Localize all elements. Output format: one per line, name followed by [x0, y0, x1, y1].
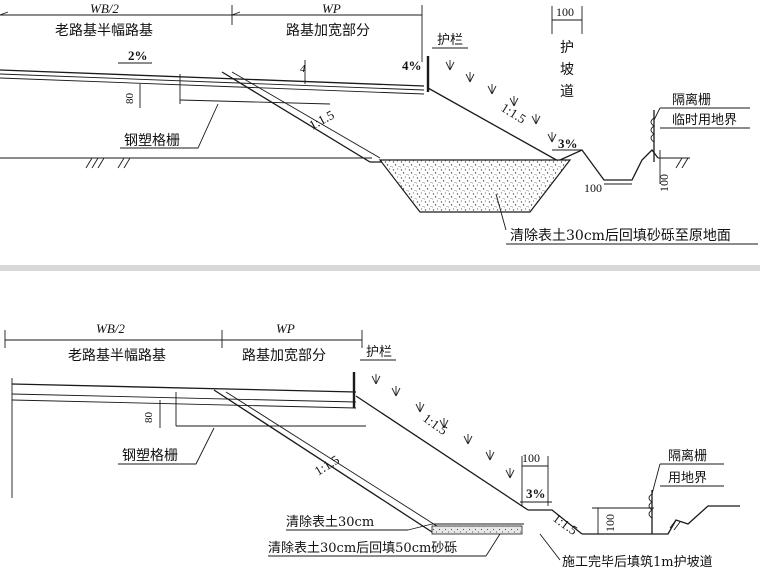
- top-dim-arrow: [0, 11, 9, 16]
- bottom-100-label: 100: [522, 451, 540, 465]
- top-100-label: 100: [556, 5, 574, 19]
- top-wb2-label: WB/2: [90, 1, 119, 16]
- bottom-3pct-label: 3%: [526, 486, 546, 501]
- bottom-wp-label: WP: [276, 321, 295, 336]
- bottom-pavement-layer1: [11, 393, 357, 403]
- top-100-bottom-a: 100: [584, 181, 602, 195]
- bottom-ground-right: [582, 505, 740, 535]
- top-fence-label: 隔离栅: [672, 92, 711, 108]
- bottom-geogrid-label: 钢塑格栅: [122, 448, 178, 464]
- top-slope-road-3: 道: [560, 84, 574, 100]
- bottom-slope-15-a: 1:1.5: [420, 410, 450, 438]
- bottom-fence-label: 隔离栅: [668, 448, 707, 464]
- top-fill-note-leader: [495, 193, 507, 231]
- top-pavement-surface: [0, 69, 425, 87]
- top-widening-label: 路基加宽部分: [286, 22, 370, 39]
- bottom-80-label: 80: [143, 412, 155, 424]
- top-pavement-layer1: [0, 73, 425, 91]
- bottom-bench-slope: [213, 389, 522, 533]
- bottom-berm: [528, 509, 583, 535]
- bottom-finish-note-leader: [539, 533, 561, 561]
- bottom-fence-wire: [648, 493, 653, 519]
- bottom-guardrail-label: 护栏: [366, 345, 392, 360]
- bottom-bench-slope-inner: [225, 391, 441, 529]
- bottom-clear-30-leader: [407, 523, 433, 531]
- top-fence-leader-diag: [653, 107, 661, 121]
- bottom-clear-fill-leader: [485, 533, 501, 557]
- bottom-gravel-layer: [431, 525, 523, 535]
- top-2pct-label: 2%: [128, 48, 148, 63]
- top-ground-hatch-r: [675, 157, 689, 169]
- bottom-finish-note-label: 施工完毕后填筑1m护坡道: [562, 554, 713, 570]
- top-slope-road-2: 坡: [560, 62, 574, 78]
- bottom-old-road-label: 老路基半幅路基: [68, 347, 166, 364]
- top-gravel-fill: [378, 159, 572, 213]
- bottom-panel: WB/2 WP 老路基半幅路基 路基加宽部分 80 护栏 1:1.5 1:1.5…: [4, 321, 740, 570]
- top-dim-arrow2: [231, 11, 241, 16]
- top-main-slope: [427, 87, 561, 163]
- bottom-wb2-label: WB/2: [96, 321, 125, 336]
- top-4-label: 4: [300, 63, 306, 75]
- bottom-clear-fill-label: 清除表土30cm后回填50cm砂砾: [268, 541, 457, 556]
- top-100-bottom-b: 100: [657, 174, 671, 192]
- bottom-ground-break: [669, 519, 681, 531]
- bottom-main-slope: [355, 395, 529, 511]
- top-boundary-label: 临时用地界: [672, 113, 737, 128]
- bottom-100-vert-label: 100: [603, 514, 617, 532]
- top-old-road-label: 老路基半幅路基: [55, 22, 153, 39]
- bottom-geogrid-leader: [118, 427, 215, 465]
- top-slope-grass: [445, 60, 557, 143]
- top-geogrid-leader: [120, 103, 219, 149]
- top-80-label: 80: [124, 93, 136, 105]
- bottom-fence-leader-diag: [651, 463, 661, 495]
- top-panel: WB/2 WP 老路基半幅路基 路基加宽部分 2% 80 4 护栏 4% 1:1…: [0, 1, 758, 245]
- top-slope-15-a: 1:1.5: [498, 100, 528, 127]
- top-geogrid-line: [179, 99, 331, 105]
- top-fence-wire: [650, 117, 655, 143]
- top-pavement-layer2: [0, 77, 425, 95]
- bottom-pavement-surface: [11, 383, 357, 393]
- panel-divider: [0, 265, 760, 271]
- top-ground-hatch: [85, 157, 131, 169]
- bottom-slope-15-c: 1:1.5: [550, 510, 580, 538]
- top-wp-label: WP: [322, 1, 341, 16]
- top-geogrid-label: 钢塑格栅: [124, 133, 180, 149]
- top-slope-road-1: 护: [560, 40, 574, 56]
- bottom-clear-30-label: 清除表土30cm: [286, 515, 374, 530]
- bottom-boundary-label: 用地界: [668, 471, 707, 486]
- top-3pct-label: 3%: [558, 136, 578, 151]
- top-4pct-label: 4%: [402, 58, 422, 73]
- top-bench-slope-inner: [231, 71, 381, 159]
- bottom-pavement-layer2: [11, 399, 357, 409]
- top-ditch: [559, 149, 659, 181]
- bottom-widening-label: 路基加宽部分: [242, 347, 326, 364]
- top-guardrail-label: 护栏: [437, 33, 463, 48]
- top-slope-15-b: 1:1.5: [306, 107, 336, 133]
- bottom-slope-grass: [371, 374, 515, 479]
- top-fill-note-label: 清除表土30cm后回填砂砾至原地面: [510, 228, 731, 244]
